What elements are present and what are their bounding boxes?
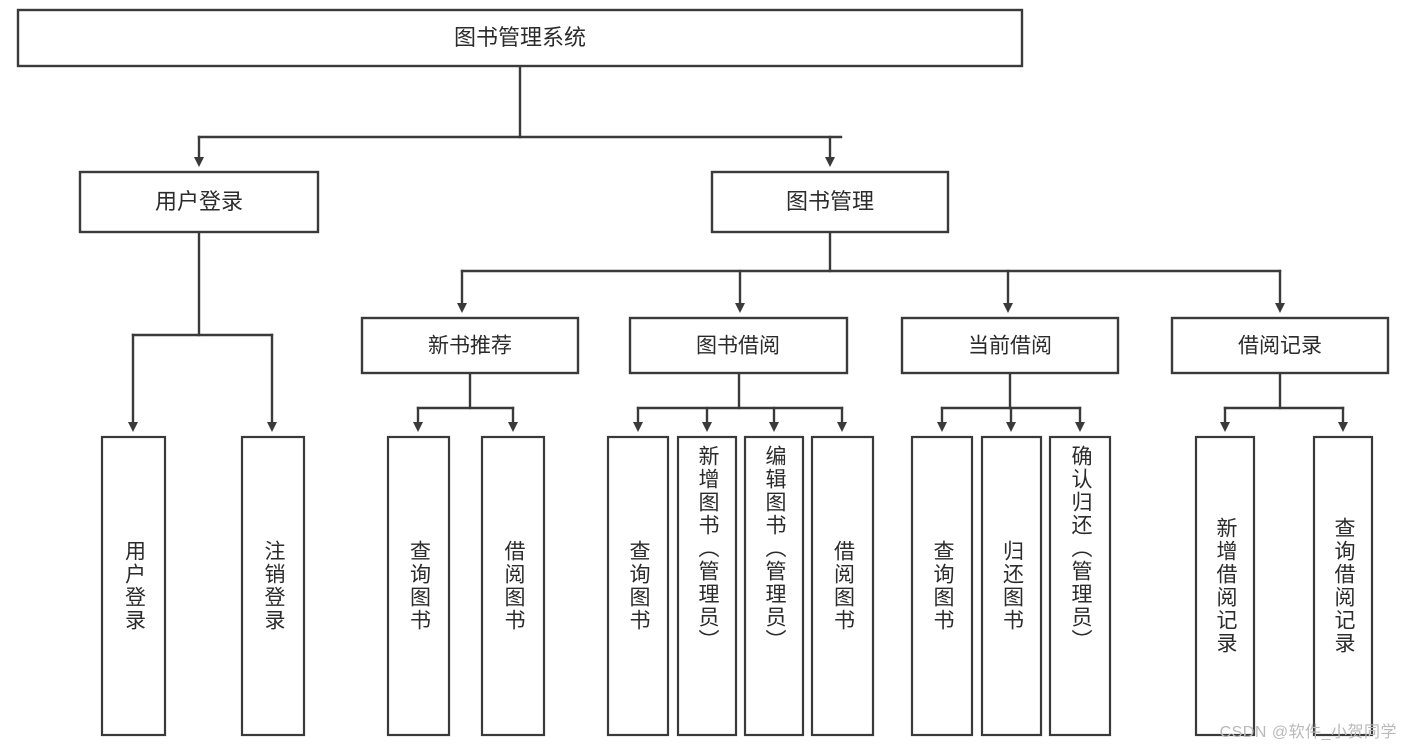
edges-current-borrow-to-leaves — [937, 371, 1085, 432]
node-user-login[interactable]: 用户登录 — [78, 170, 320, 234]
leaf-box-cur-confirm-return[interactable] — [1048, 435, 1112, 737]
node-user-login-label: 用户登录 — [155, 189, 243, 214]
leaf-box-borrow-query-book[interactable] — [606, 435, 670, 737]
csdn-watermark: CSDN @软件_小贺同学 — [1219, 724, 1397, 741]
edges-root-to-level1 — [194, 64, 843, 167]
node-root[interactable]: 图书管理系统 — [16, 8, 1024, 68]
leaf-box-user-login[interactable] — [100, 435, 167, 737]
edges-borrow-record-to-leaves — [1220, 371, 1348, 432]
edges-book-manage-to-level2 — [457, 230, 1285, 313]
leaf-box-borrow-add-book[interactable] — [676, 435, 738, 737]
node-current-borrow-label: 当前借阅 — [968, 335, 1052, 358]
leaf-box-borrow-edit-book[interactable] — [743, 435, 805, 737]
node-new-book-recommend[interactable]: 新书推荐 — [360, 316, 580, 375]
node-borrow-record-box[interactable] — [1170, 316, 1390, 375]
node-new-book-recommend-label: 新书推荐 — [428, 335, 512, 358]
node-current-borrow[interactable]: 当前借阅 — [900, 316, 1120, 375]
leaf-box-rec-query-record[interactable] — [1312, 435, 1374, 737]
leaf-box-user-logout[interactable] — [240, 435, 306, 737]
node-new-book-recommend-box[interactable] — [360, 316, 580, 375]
node-root-box[interactable] — [16, 8, 1024, 68]
edges-new-book-recommend-to-leaves — [413, 371, 518, 432]
node-book-manage[interactable]: 图书管理 — [710, 170, 950, 234]
leaf-box-borrow-borrow-book[interactable] — [810, 435, 875, 737]
node-book-borrow-box[interactable] — [628, 316, 849, 375]
node-book-manage-box[interactable] — [710, 170, 950, 234]
node-book-borrow-label: 图书借阅 — [696, 335, 780, 358]
leaf-box-rec-query-book[interactable] — [386, 435, 451, 737]
node-root-label: 图书管理系统 — [454, 25, 586, 50]
leaf-box-cur-query-book[interactable] — [910, 435, 974, 737]
node-book-borrow[interactable]: 图书借阅 — [628, 316, 849, 375]
node-borrow-record-label: 借阅记录 — [1238, 335, 1322, 358]
leaf-box-rec-borrow-book[interactable] — [480, 435, 546, 737]
node-borrow-record[interactable]: 借阅记录 — [1170, 316, 1390, 375]
edges-book-borrow-to-leaves — [633, 371, 847, 432]
leaf-box-rec-add-record[interactable] — [1194, 435, 1256, 737]
node-book-manage-label: 图书管理 — [786, 189, 874, 214]
edges-user-login-to-leaves — [128, 230, 277, 432]
node-current-borrow-box[interactable] — [900, 316, 1120, 375]
node-user-login-box[interactable] — [78, 170, 320, 234]
leaf-box-cur-return-book[interactable] — [980, 435, 1043, 737]
leaf-boxes — [100, 435, 1374, 737]
